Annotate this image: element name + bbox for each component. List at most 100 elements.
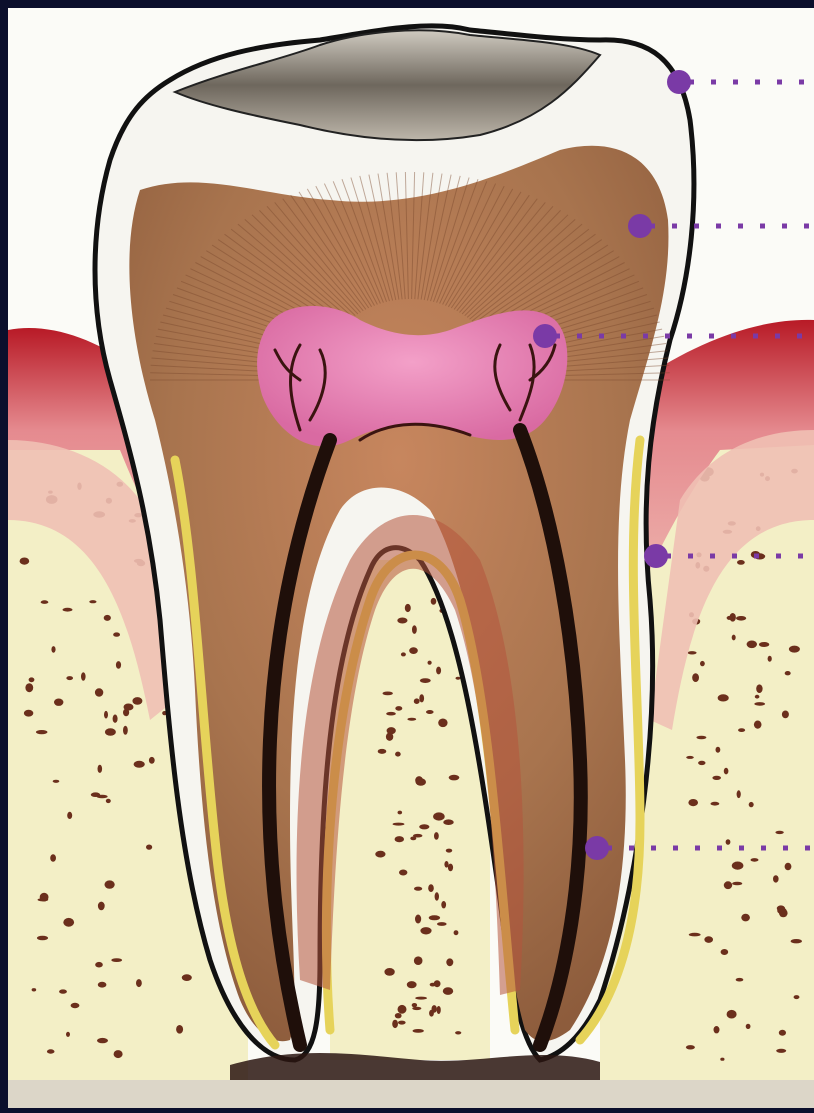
bone-dot [759,642,769,647]
bone-dot [686,756,694,759]
bone-dot [736,616,746,621]
bone-dot [756,684,762,693]
bone-dot [737,560,745,565]
bone-dot [431,598,437,605]
bone-dot [789,646,800,653]
bone-dot [732,882,742,886]
bone-dot [426,710,434,714]
bone-dot [794,995,800,999]
bone-dot [727,1010,737,1019]
bone-dot [383,692,393,696]
bone-dot [429,1010,434,1017]
bone-dot [114,1050,123,1058]
bone-dot [782,711,789,719]
bone-dot [428,884,434,892]
bone-dot [434,832,439,840]
bone-dot [106,799,111,803]
bone-dot [176,1025,183,1034]
bone-dot [716,747,721,753]
bone-dot [412,1003,417,1007]
bone-dot [785,671,791,675]
bone-dot [71,1003,80,1008]
bone-dot [420,678,431,683]
bone-dot [443,987,453,995]
bone-dot [688,651,697,654]
bone-dot [104,711,108,719]
bone-dot [776,1049,786,1053]
bone-dot [63,608,73,612]
bone-dot [398,811,403,815]
bone-dot [395,752,401,757]
bone-dot [51,646,55,653]
bone-dot [751,858,759,862]
bone-dot [32,988,37,991]
bone-dot [437,922,447,926]
bone-dot [448,864,453,872]
bone-dot [736,978,744,982]
bone-dot [429,915,440,920]
bone-dot [433,812,445,820]
bone-dot [136,979,142,987]
bone-dot [704,936,713,943]
bone-dot [726,839,731,845]
bone-dot [724,768,729,775]
base-strip [8,1080,814,1108]
bone-dot [407,981,417,988]
bone-dot [712,776,721,780]
bone-dot [746,1024,751,1029]
bone-dot [67,812,72,819]
bone-dot [755,695,760,699]
bone-dot [446,958,453,966]
bone-dot [415,997,427,1000]
bone-dot [437,1006,441,1014]
bone-dot [409,647,418,654]
bone-dot [54,699,63,706]
bone-dot [36,730,48,734]
bone-dot [149,757,155,764]
bone-dot [134,761,145,768]
bone-dot [698,761,705,765]
bone-dot [98,982,107,988]
bone-dot [446,849,452,853]
callout-dot-enamel [667,70,691,94]
bone-dot [696,736,706,739]
bone-dot [66,676,73,680]
bone-dot [37,936,48,941]
bone-dot [688,799,698,806]
bone-dot [29,677,35,682]
bone-dot [720,1058,724,1061]
bone-dot [398,1005,407,1014]
bone-dot [449,775,460,781]
bone-dot [98,765,103,773]
bone-dot [732,635,736,641]
bone-dot [386,712,396,716]
bone-dot [66,1032,70,1037]
bone-dot [414,887,422,891]
bone-dot [59,989,67,993]
bone-dot [47,1049,55,1053]
bone-dot [53,780,60,783]
bone-dot [25,683,33,692]
bone-dot [412,625,417,634]
bone-dot [405,604,411,612]
bone-dot [124,704,134,711]
bone-dot [732,862,744,870]
bone-dot [777,908,786,915]
bone-dot [378,749,387,754]
bone-dot [104,615,111,621]
bone-dot [443,819,453,825]
bone-dot [393,823,405,826]
bone-dot [741,914,750,922]
bone-dot [749,802,754,807]
bone-dot [111,958,122,962]
bone-dot [754,721,762,729]
bone-dot [395,836,404,842]
bone-dot [412,1007,421,1010]
bone-dot [105,880,115,888]
bone-dot [40,893,49,902]
bone-dot [791,939,802,943]
bone-dot [401,652,406,656]
bone-dot [700,661,705,666]
bone-dot [397,618,407,624]
